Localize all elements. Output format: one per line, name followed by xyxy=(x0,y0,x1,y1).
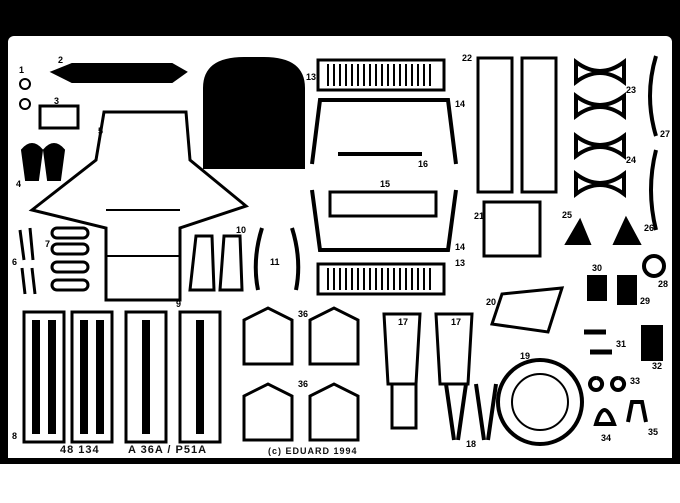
part-label-13: 13 xyxy=(455,258,466,268)
part-14-frame xyxy=(310,98,458,165)
part-34-hook xyxy=(593,408,617,426)
part-label-23: 23 xyxy=(626,85,637,95)
part-label-7: 7 xyxy=(45,239,51,249)
part-13-grille xyxy=(316,262,446,296)
part-33-clips xyxy=(588,376,627,392)
part-11-strap xyxy=(253,227,301,291)
part-label-35: 35 xyxy=(648,427,659,437)
part-label-24: 24 xyxy=(626,155,637,165)
part-19-disc xyxy=(496,358,584,446)
part-4-clip xyxy=(20,143,44,181)
part-label-26: 26 xyxy=(644,223,655,233)
part-label-12: 12 xyxy=(280,86,291,96)
part-label-31: 31 xyxy=(616,339,627,349)
part-label-27: 27 xyxy=(660,129,671,139)
part-21-box xyxy=(482,200,542,258)
model-designation: A 36A / P51A xyxy=(128,444,208,456)
copyright-notice: (c) EDUARD 1994 xyxy=(268,446,358,456)
part-label-29: 29 xyxy=(640,296,651,306)
part-9-panels xyxy=(22,310,222,444)
part-label-19: 19 xyxy=(520,351,531,361)
part-label-21: 21 xyxy=(474,211,485,221)
part-label-5: 5 xyxy=(98,126,104,136)
part-17-seat xyxy=(434,312,474,386)
part-26-bracket xyxy=(612,215,642,245)
fret-bottom-margin xyxy=(0,464,680,503)
part-label-14: 14 xyxy=(455,242,466,252)
part-label-13: 13 xyxy=(306,72,317,82)
part-3-frame xyxy=(38,104,80,130)
part-1-ring xyxy=(19,98,31,110)
part-31-ring xyxy=(584,329,612,355)
set-number: 48 134 xyxy=(60,444,100,456)
part-label-10: 10 xyxy=(236,225,247,235)
part-10-bracket xyxy=(188,234,244,292)
part-label-16: 16 xyxy=(418,159,429,169)
part-label-18: 18 xyxy=(466,439,477,449)
part-label-22: 22 xyxy=(462,53,473,63)
part-label-15: 15 xyxy=(380,179,391,189)
part-label-1: 1 xyxy=(19,65,25,75)
part-label-17: 17 xyxy=(398,317,409,327)
part-20-plate xyxy=(490,286,565,334)
part-12-instrument-panel xyxy=(203,57,305,169)
part-2-exhaust xyxy=(49,63,188,83)
part-30-fitting xyxy=(587,275,607,301)
part-1-ring xyxy=(19,78,31,90)
part-label-4: 4 xyxy=(16,179,22,189)
part-label-28: 28 xyxy=(658,279,669,289)
part-label-6: 6 xyxy=(12,257,18,267)
part-label-36: 36 xyxy=(298,379,309,389)
part-7-links xyxy=(50,226,90,292)
part-15-plate xyxy=(328,190,438,218)
part-32-tab xyxy=(641,325,663,361)
part-6-lever xyxy=(18,227,37,295)
part-25-bracket xyxy=(564,217,592,245)
part-27-lever xyxy=(649,149,658,231)
part-27-lever xyxy=(648,55,658,137)
part-14-frame xyxy=(310,189,458,252)
part-label-30: 30 xyxy=(592,263,603,273)
part-36-shields xyxy=(242,306,360,442)
part-22-panel xyxy=(520,56,558,194)
part-5-bulkhead xyxy=(28,110,250,302)
part-28-ring xyxy=(642,254,666,278)
part-label-2: 2 xyxy=(58,55,64,65)
part-label-17: 17 xyxy=(451,317,462,327)
part-18-buckle xyxy=(390,382,418,430)
part-label-32: 32 xyxy=(652,361,663,371)
part-label-9: 9 xyxy=(176,299,182,309)
part-label-25: 25 xyxy=(562,210,573,220)
part-label-14: 14 xyxy=(455,99,466,109)
part-label-20: 20 xyxy=(486,297,497,307)
part-18-belt xyxy=(444,383,498,441)
part-29-fitting xyxy=(617,275,637,305)
part-4-clip xyxy=(42,143,66,181)
part-label-8: 8 xyxy=(12,431,18,441)
fret-bottom-edge xyxy=(8,458,672,464)
part-13-grille xyxy=(316,58,446,92)
part-label-11: 11 xyxy=(270,257,280,267)
part-23-24-clips xyxy=(574,58,626,198)
part-label-34: 34 xyxy=(601,433,612,443)
part-label-36: 36 xyxy=(298,309,309,319)
part-35-grip xyxy=(626,400,648,423)
part-label-33: 33 xyxy=(630,376,641,386)
part-22-panel xyxy=(476,56,514,194)
part-label-3: 3 xyxy=(54,96,60,106)
